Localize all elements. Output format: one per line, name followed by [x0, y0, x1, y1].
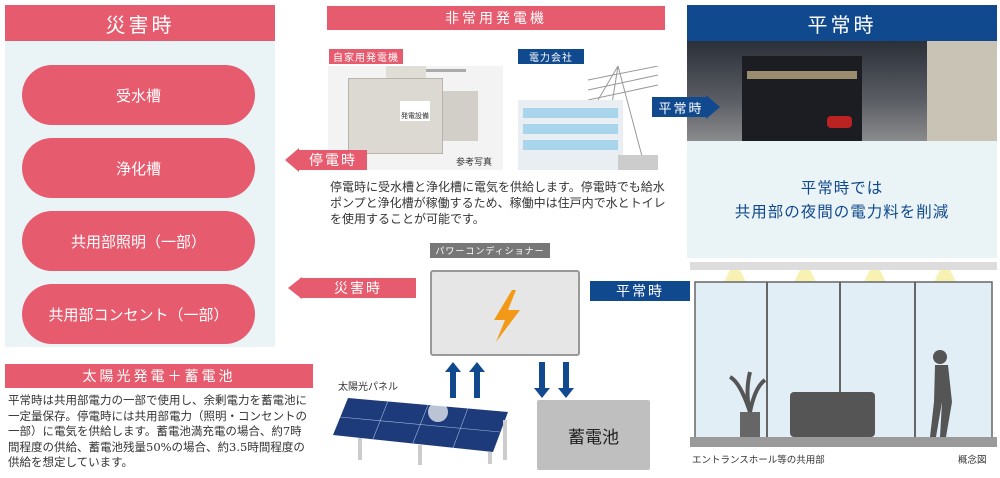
normal-text-line1: 平常時では [800, 178, 884, 197]
item-water-tank: 受水槽 [22, 65, 255, 125]
down-arrows-icon [534, 362, 574, 398]
normal-text-line2: 共用部の夜間の電力料を削減 [734, 202, 950, 221]
lightning-icon [494, 290, 520, 342]
generator-image: 発電設備 参考写真 [328, 66, 503, 170]
outage-arrow-label: 停電時 [309, 153, 357, 169]
entrance-caption: エントランスホール等の共用部 [692, 455, 825, 466]
power-tower-icon [518, 65, 659, 170]
photo-note: 参考写真 [456, 158, 493, 168]
normal-tag-arrow-icon [652, 95, 720, 119]
disaster-arrow-label: 災害時 [334, 281, 382, 297]
item-outlet: 共用部コンセント（一部） [22, 284, 255, 344]
solar-panel-image [333, 398, 508, 465]
utility-image [518, 65, 659, 170]
generator-sign: 発電設備 [400, 101, 430, 121]
generator-text: 停電時に受水槽と浄化槽に電気を供給します。停電時でも給水ポンプと浄化槽が稼働する… [330, 180, 666, 226]
pcs-label: パワーコンディショナー [430, 243, 550, 258]
disaster-arrow-icon [288, 277, 416, 299]
item-septic-tank: 浄化槽 [22, 138, 255, 198]
entrance-illustration [690, 262, 997, 447]
disaster-title: 災害時 [5, 5, 275, 41]
normal-tag: 平常時 [658, 101, 704, 117]
up-arrows-icon [445, 362, 485, 398]
battery-label: 蓄電池 [568, 427, 619, 448]
generator-title: 非常用発電機 [327, 6, 665, 30]
solar-text: 平常時は共用部電力の一部で使用し、余剰電力を蓄電池に一定量保存。停電時には共用部… [8, 393, 307, 469]
normal-title: 平常時 [687, 5, 997, 41]
item-lighting: 共用部照明（一部） [22, 211, 255, 271]
own-generator-label: 自家用発電機 [329, 49, 403, 64]
battery: 蓄電池 [537, 400, 650, 470]
concept-note: 概念図 [958, 455, 987, 466]
normal-arrow-label: 平常時 [616, 284, 664, 300]
normal-info-panel: 平常時では 共用部の夜間の電力料を削減 [687, 141, 997, 258]
entrance-photo [687, 41, 997, 141]
solar-title: 太陽光発電＋蓄電池 [5, 364, 313, 388]
outage-arrow-icon [285, 148, 367, 172]
power-conditioner [430, 270, 580, 356]
solar-panel-label: 太陽光パネル [338, 382, 398, 393]
utility-label: 電力会社 [518, 49, 584, 64]
